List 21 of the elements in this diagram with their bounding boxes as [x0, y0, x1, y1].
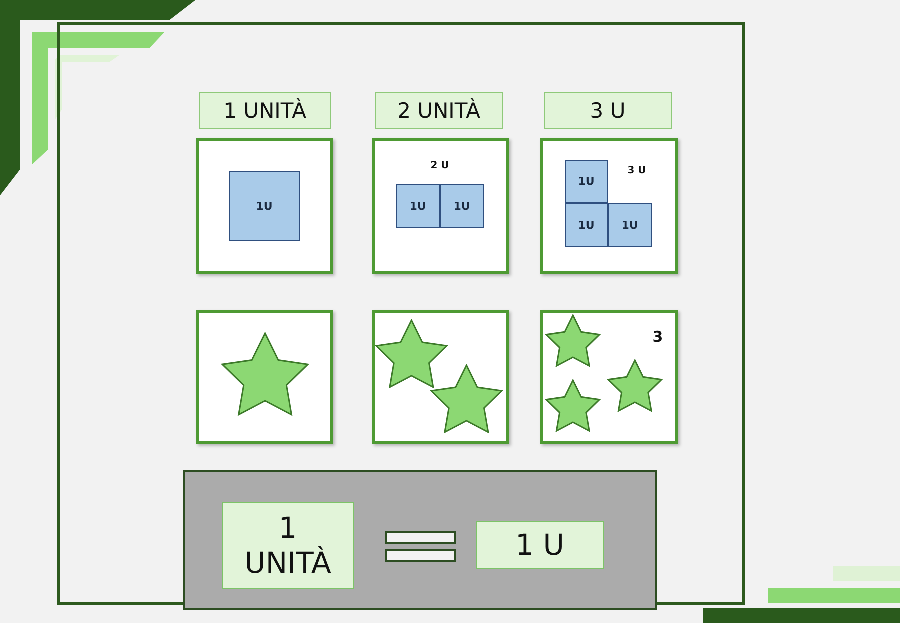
unit-heading: 1 UNITÀ — [199, 92, 331, 129]
card — [540, 138, 678, 274]
card — [372, 138, 509, 274]
unit-heading: 2 UNITÀ — [375, 92, 503, 129]
unit-square: 1U — [440, 184, 484, 228]
card — [196, 310, 333, 444]
unit-caption: 3 U — [628, 166, 646, 176]
unit-square: 1U — [608, 203, 652, 247]
card — [540, 310, 678, 444]
card — [372, 310, 509, 444]
unit-caption: 3 — [652, 328, 664, 346]
unit-square: 1U — [565, 203, 608, 247]
term-box: 1 U — [476, 521, 604, 569]
unit-square: 1U — [229, 171, 300, 241]
equation-panel — [183, 470, 657, 610]
unit-square: 1U — [565, 160, 608, 203]
term-box: 1 UNITÀ — [222, 502, 354, 589]
card — [196, 138, 333, 274]
unit-caption: 2 U — [430, 160, 450, 172]
unit-heading: 3 U — [544, 92, 672, 129]
unit-square: 1U — [396, 184, 440, 228]
